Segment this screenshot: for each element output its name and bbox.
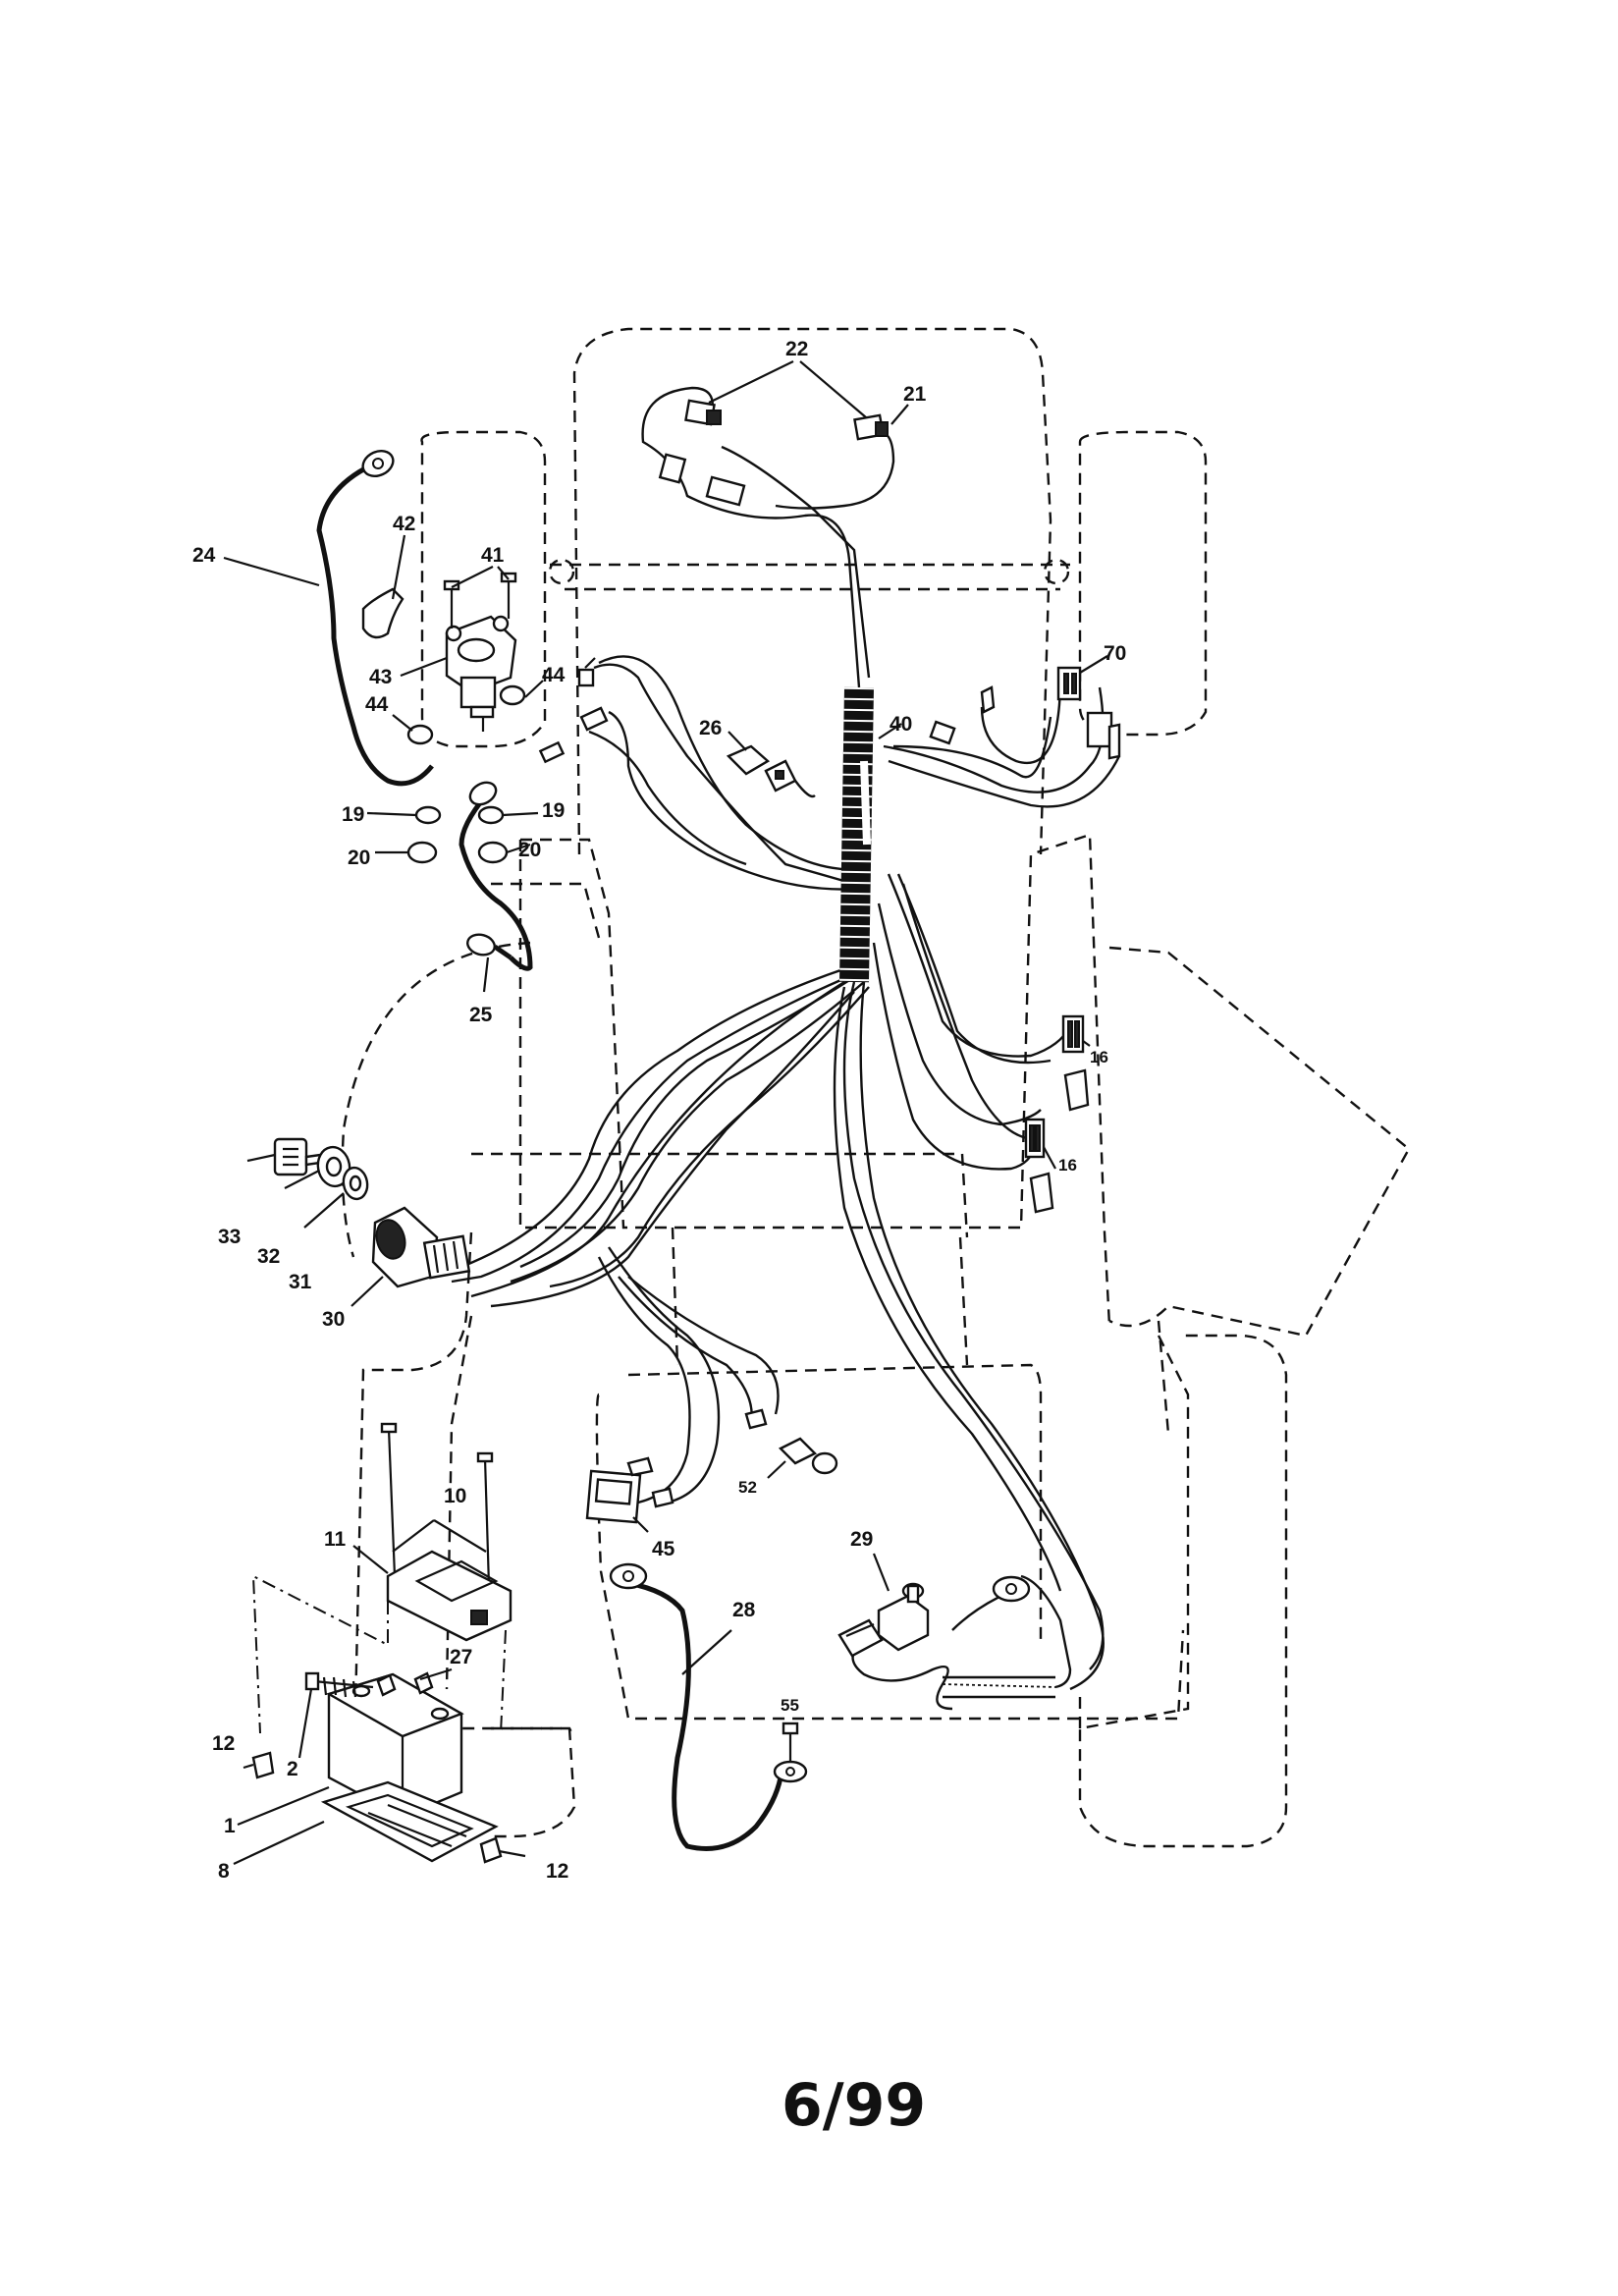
battery-group bbox=[251, 1422, 512, 1864]
harness-sleeve bbox=[839, 686, 874, 983]
callout-12-right: 12 bbox=[546, 1860, 568, 1883]
callout-55: 55 bbox=[781, 1696, 799, 1715]
leader-lines bbox=[223, 360, 1108, 1865]
starter-solenoid-assembly bbox=[316, 449, 609, 971]
callout-28: 28 bbox=[732, 1599, 756, 1621]
callout-45: 45 bbox=[652, 1538, 675, 1560]
callout-10: 10 bbox=[444, 1485, 466, 1507]
callout-11: 11 bbox=[324, 1528, 347, 1551]
callout-1: 1 bbox=[224, 1815, 236, 1837]
tractor-outline bbox=[341, 327, 1411, 1848]
callout-19-right: 19 bbox=[542, 799, 565, 822]
callout-52: 52 bbox=[738, 1478, 757, 1497]
callout-33: 33 bbox=[218, 1226, 241, 1248]
callout-29: 29 bbox=[850, 1528, 873, 1551]
connector-70 bbox=[929, 666, 1121, 760]
ignition-switch-group bbox=[273, 1137, 471, 1288]
wire-harness bbox=[451, 386, 1121, 1691]
callout-44-right: 44 bbox=[542, 664, 566, 686]
callout-70: 70 bbox=[1104, 642, 1126, 665]
callout-labels: 22 21 24 42 41 43 44 44 19 19 20 20 25 2… bbox=[192, 338, 1126, 1883]
callout-30: 30 bbox=[322, 1308, 345, 1331]
callout-20-right: 20 bbox=[518, 839, 541, 861]
callout-20-left: 20 bbox=[348, 847, 370, 869]
callout-42: 42 bbox=[393, 513, 415, 535]
callout-8: 8 bbox=[218, 1860, 230, 1883]
revision-date: 6/99 bbox=[782, 2071, 926, 2140]
callout-40: 40 bbox=[890, 713, 912, 736]
connector-26 bbox=[726, 744, 816, 798]
callout-24: 24 bbox=[192, 544, 216, 567]
callout-41: 41 bbox=[481, 544, 505, 567]
callout-21: 21 bbox=[903, 383, 927, 406]
headlight-plugs bbox=[658, 399, 889, 507]
callout-27: 27 bbox=[450, 1646, 472, 1668]
callout-44-left: 44 bbox=[365, 693, 389, 716]
callout-19-left: 19 bbox=[342, 803, 364, 826]
callout-26: 26 bbox=[699, 717, 722, 739]
callout-22: 22 bbox=[785, 338, 808, 360]
rear-components bbox=[585, 1408, 1072, 1851]
callout-31: 31 bbox=[289, 1271, 312, 1293]
connector-16 bbox=[1024, 1014, 1090, 1214]
callout-25: 25 bbox=[469, 1004, 493, 1026]
callout-16-upper: 16 bbox=[1090, 1048, 1108, 1066]
callout-2: 2 bbox=[287, 1758, 298, 1780]
callout-12-left: 12 bbox=[212, 1732, 235, 1755]
callout-32: 32 bbox=[257, 1245, 280, 1268]
callout-43: 43 bbox=[369, 666, 392, 688]
callout-16-lower: 16 bbox=[1058, 1156, 1077, 1175]
